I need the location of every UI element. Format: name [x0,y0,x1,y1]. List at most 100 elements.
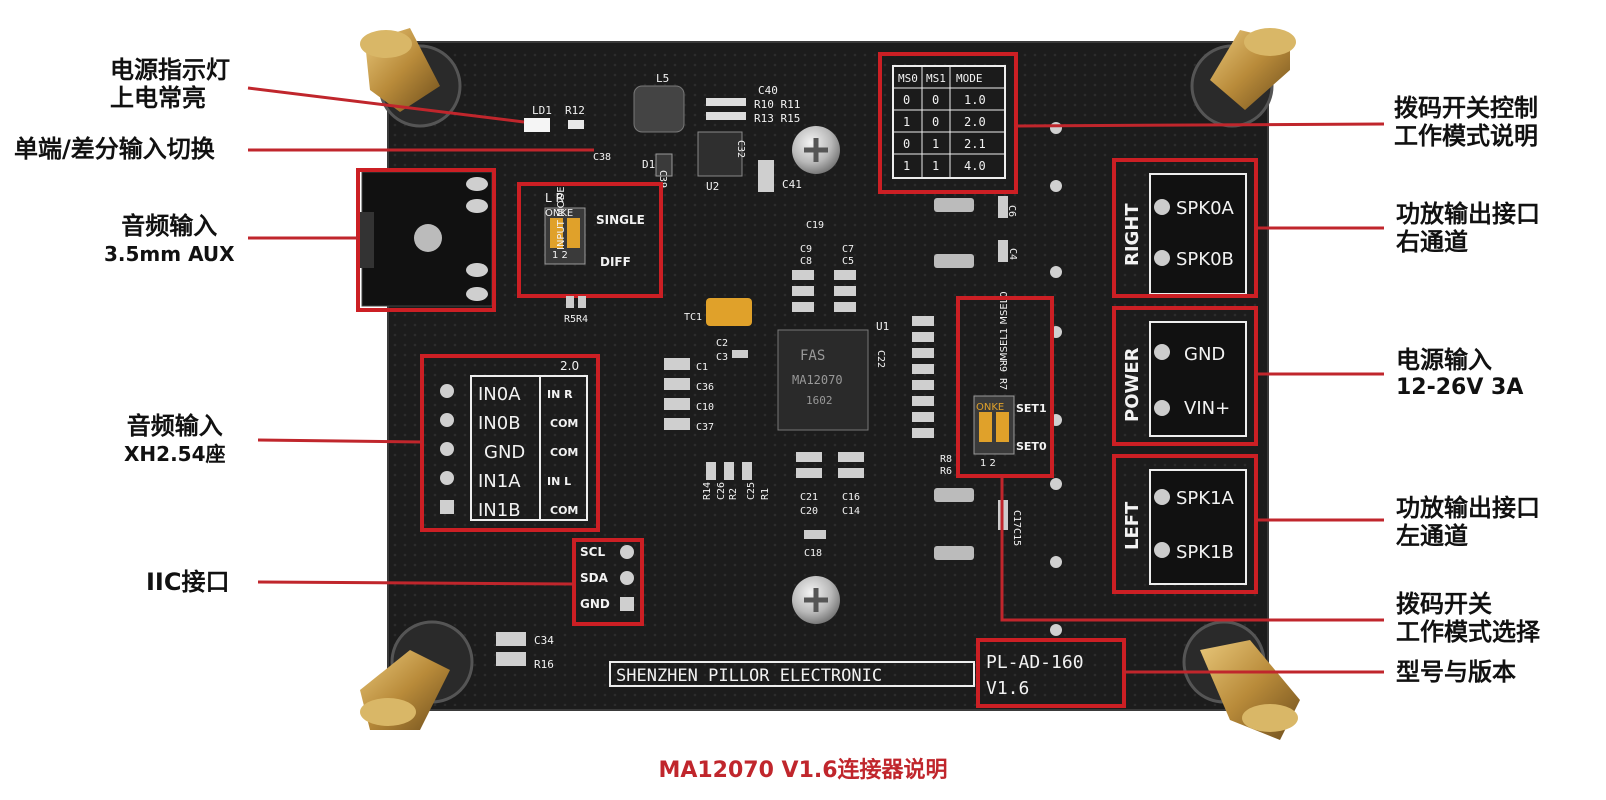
label-c7: C7 [842,244,854,255]
figure-caption: MA12070 V1.6连接器说明 [658,758,948,783]
mode-cell: 1 [903,159,910,173]
company-silkscreen: SHENZHEN PILLOR ELECTRONIC [616,666,882,686]
label-c32: C32 [735,140,746,158]
callout-power-in: 电源输入 12-26V 3A [1396,346,1523,402]
callout-power-in-sub: 12-26V 3A [1396,375,1524,400]
mode-dip-nums: 1 2 [980,458,996,469]
label-r8: R8 [940,454,952,465]
callout-mode-switch: 拨码开关 工作模式选择 [1396,590,1540,646]
standoff-top-right [1190,28,1296,128]
left-connector: SPK1A SPK1B LEFT [1122,469,1247,585]
cap-group-left [664,358,690,430]
mode-cell: 1 [932,137,939,151]
callout-iic: IIC接口 [146,568,229,596]
callout-right-out: 功放输出接口 右通道 [1396,200,1540,256]
callout-power-led-title: 电源指示灯 [110,56,230,84]
mode-dip-set1: SET1 [1016,402,1047,415]
label-c5: C5 [842,256,854,267]
callout-xh-sub: XH2.54座 [124,442,226,466]
main-chip: FAS MA12070 1602 [777,329,869,431]
callout-aux-input: 音频输入 3.5mm AUX [104,212,235,268]
iic-header-highlight [572,538,644,626]
label-l5: L5 [656,72,669,85]
label-c18: C18 [804,548,822,559]
label-r13r15: R13 R15 [754,112,800,125]
callout-model-title: 型号与版本 [1396,658,1516,686]
label-c36: C36 [696,382,714,393]
label-c20: C20 [800,506,818,517]
standoff-bottom-left [360,620,474,730]
label-c41: C41 [782,178,802,191]
mode-dip-highlight [956,296,1054,478]
callout-left-out: 功放输出接口 左通道 [1396,494,1540,550]
input-pin: IN0A [478,384,521,405]
model-number: PL-AD-160 [986,652,1084,673]
mode-cell: 2.0 [964,115,986,129]
mode-cell: 1 [932,159,939,173]
mode-dip-msel: MSEL1 MSEL0 [999,291,1010,361]
label-r1: R1 [760,488,771,500]
label-c21: C21 [800,492,818,503]
label-r9r7: R9 R7 [997,360,1008,390]
input-pin: GND [484,442,525,463]
iic-header: SCL SDA GND [580,545,634,611]
mode-header-mode: MODE [956,72,983,85]
iic-pin-sda: SDA [580,571,609,585]
callout-power-led-sub: 上电常亮 [110,84,206,112]
input-func: COM [550,417,578,430]
label-c10: C10 [696,402,714,413]
power-led [524,118,550,132]
mode-header-ms1: MS1 [926,72,946,85]
iic-pin-scl: SCL [580,545,605,559]
right-pin-b: SPK0B [1176,249,1234,270]
callout-right-out-title: 功放输出接口 [1396,200,1540,228]
label-c34: C34 [534,634,554,647]
callout-power-led: 电源指示灯 上电常亮 [110,56,230,112]
label-c17c15: C17C15 [1011,510,1022,546]
aux-jack [356,171,493,307]
label-r5r4: R5R4 [564,314,588,325]
label-ld1: LD1 [532,104,552,117]
label-c3: C3 [716,352,728,363]
left-pin-a: SPK1A [1176,488,1235,509]
cap-c41 [758,160,774,192]
callout-mode-switch-title: 拨码开关 [1396,590,1492,618]
input-func: COM [550,446,578,459]
mode-table-highlight [878,52,1018,194]
input-func: COM [550,504,578,517]
label-c37: C37 [696,422,714,433]
power-label: POWER [1122,347,1143,422]
label-c26: C26 [716,482,727,500]
callout-mode-switch-sub: 工作模式选择 [1396,618,1540,646]
mode-cell: 1 [903,115,910,129]
label-r12: R12 [565,104,585,117]
mode-header-ms0: MS0 [898,72,918,85]
left-pin-b: SPK1B [1176,542,1234,563]
mode-cell: 2.1 [964,137,986,151]
input-header-title: 2.0 [560,359,579,373]
power-connector: GND VIN+ POWER [1122,321,1247,437]
callout-input-switch: 单端/差分输入切换 [14,135,215,163]
callout-aux-sub: 3.5mm AUX [104,242,235,266]
chip-part: MA12070 [792,373,843,387]
screw-bottom [792,576,840,624]
input-header-highlight [420,354,600,532]
mode-cell: 0 [903,93,910,107]
label-c22: C22 [875,350,886,368]
input-header: 2.0 IN0A IN0B GND IN1A IN1B IN R COM COM… [440,359,588,521]
mode-dip-set0: SET0 [1016,440,1047,453]
leader-lines [247,86,1385,674]
ic-u2 [697,131,743,177]
input-func: IN L [547,475,571,488]
label-c38: C38 [593,152,611,163]
input-pin: IN1A [478,471,521,492]
label-r14: R14 [702,482,713,500]
label-r2: R2 [728,488,739,500]
callout-power-in-title: 电源输入 [1396,346,1492,374]
left-connector-highlight [1112,454,1258,594]
callout-model: 型号与版本 [1396,658,1516,686]
callout-left-out-title: 功放输出接口 [1396,494,1540,522]
standoff-bottom-right [1182,620,1300,740]
mode-cell: 0 [932,115,939,129]
